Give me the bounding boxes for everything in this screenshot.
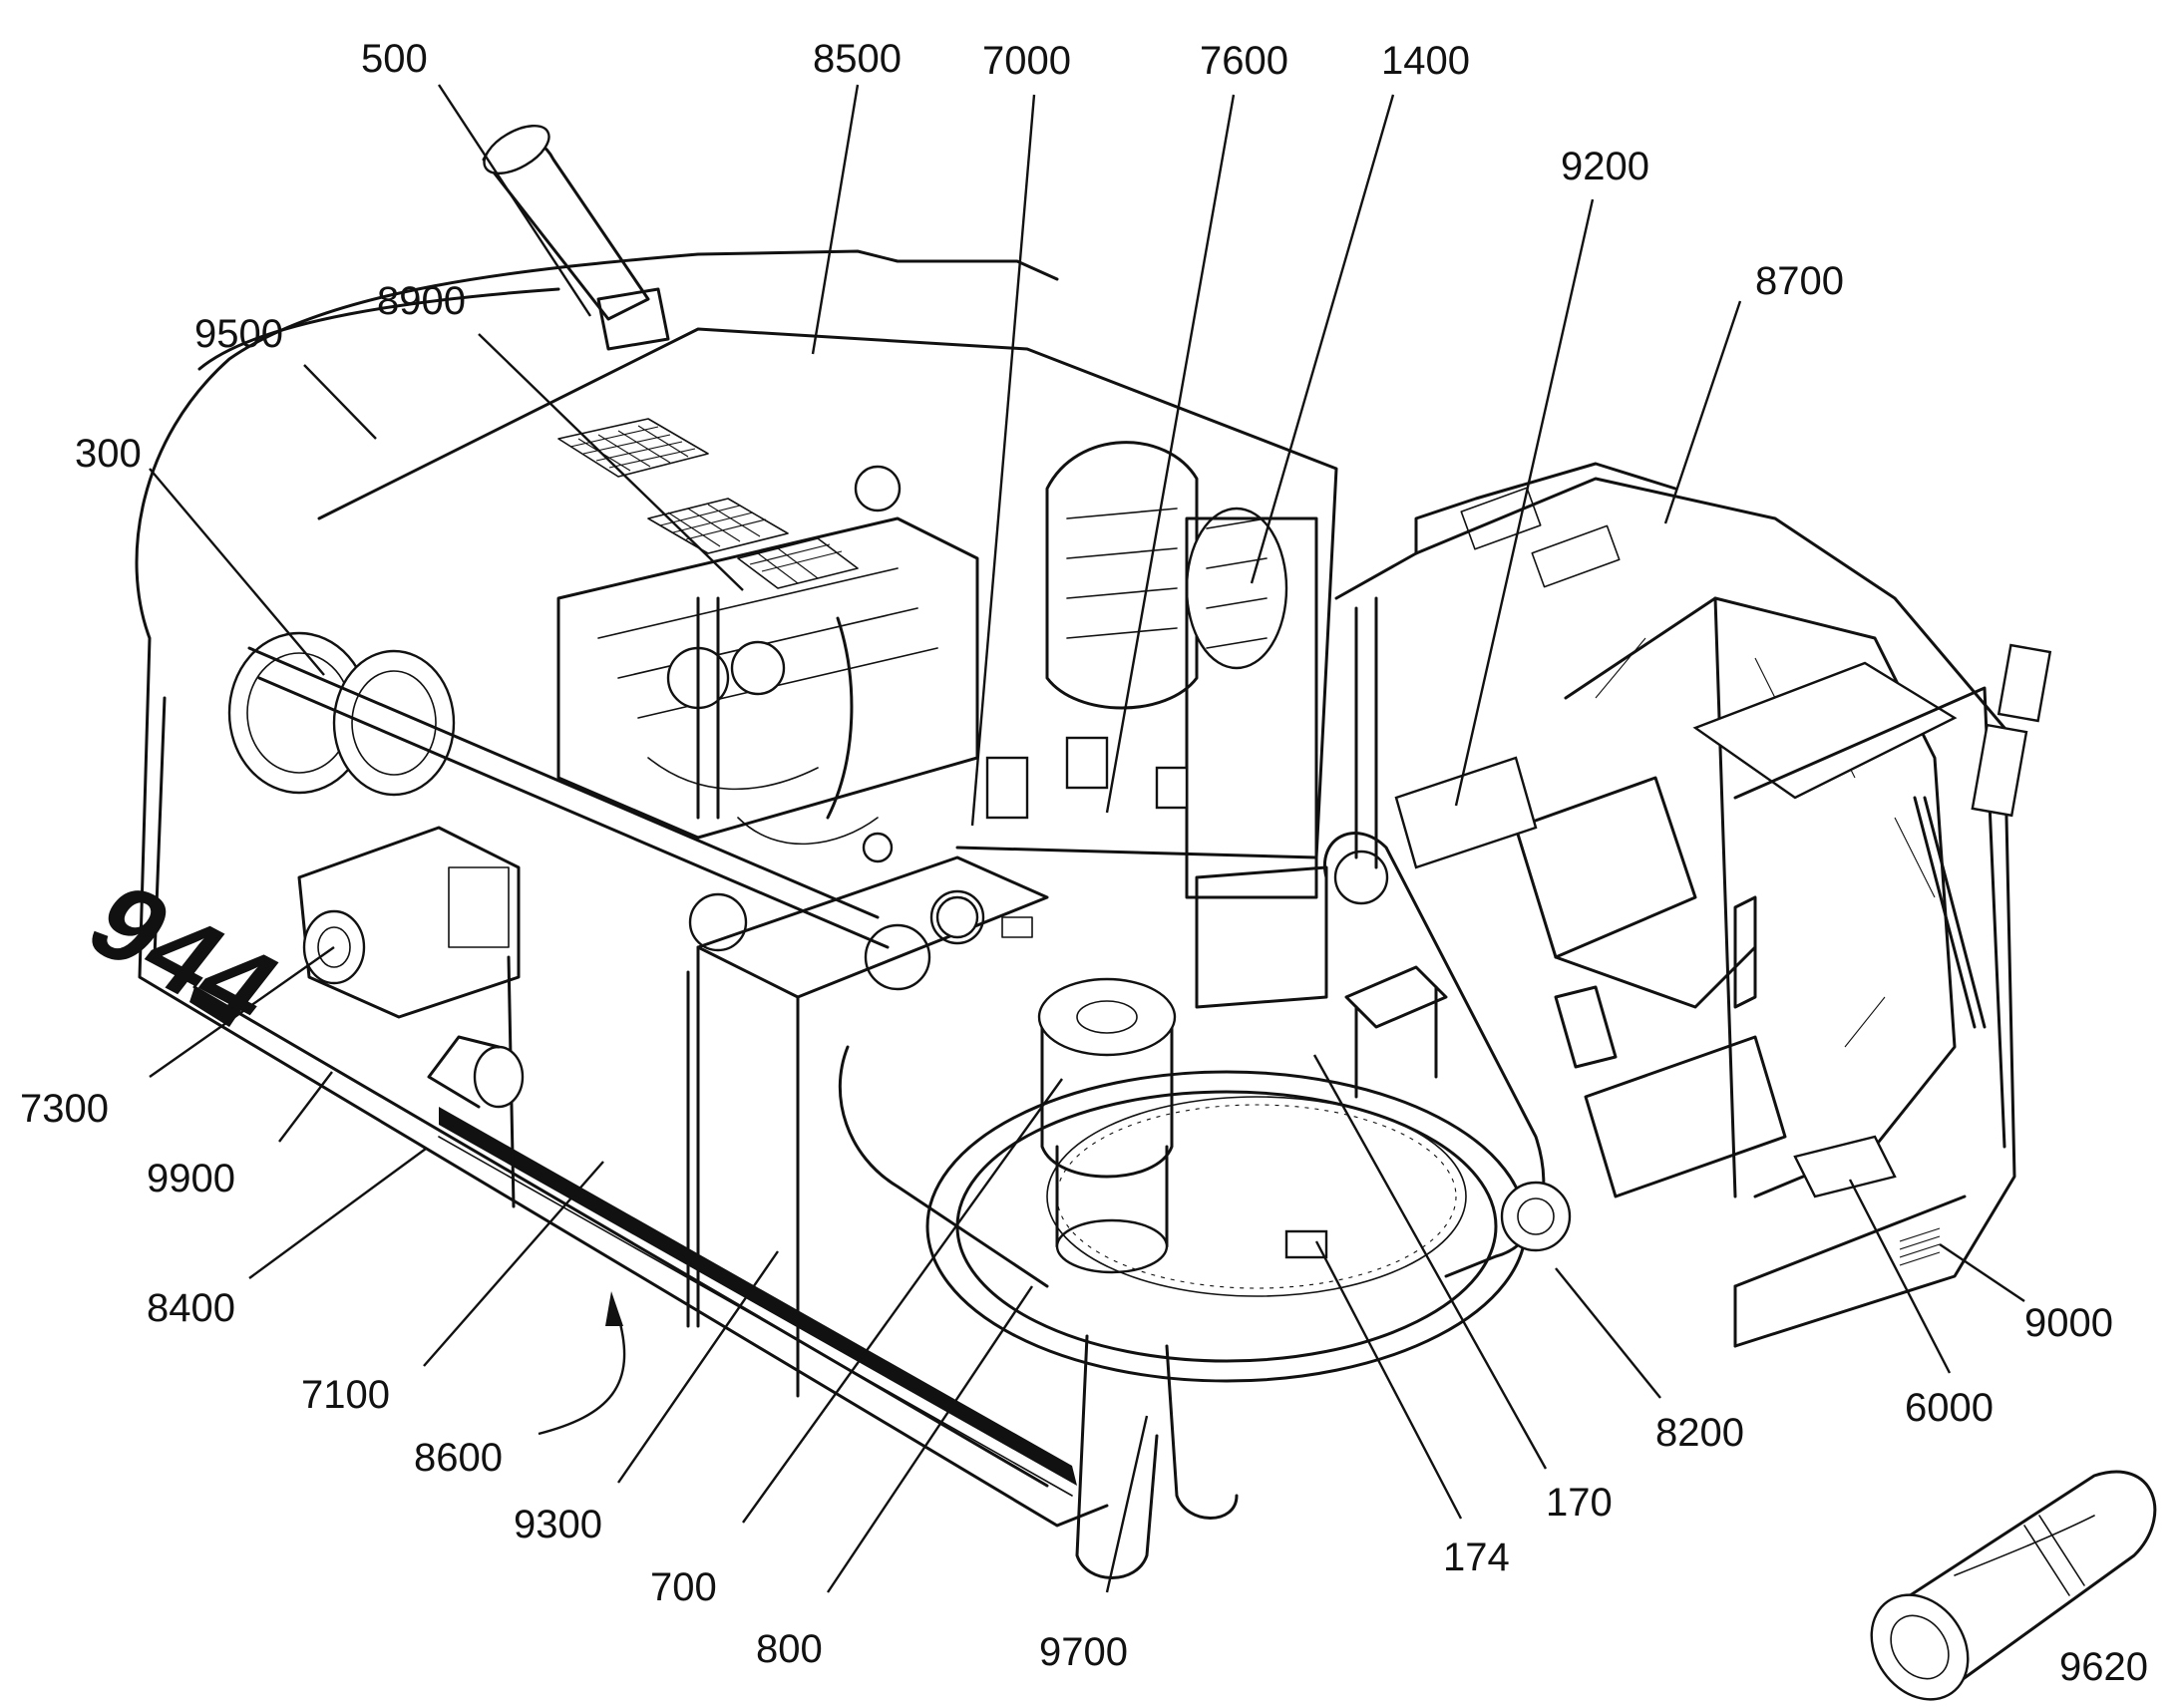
- bracket-174: [1284, 1229, 1328, 1259]
- label-700: 700: [650, 1565, 717, 1609]
- label-7300: 7300: [20, 1087, 109, 1131]
- label-170: 170: [1546, 1481, 1613, 1525]
- accessory-roll-9620: [1870, 1470, 2157, 1701]
- label-8400: 8400: [147, 1286, 235, 1330]
- leader-8900: [478, 333, 744, 591]
- label-9700: 9700: [1039, 1630, 1128, 1674]
- leader-9500: [303, 364, 377, 440]
- label-9000: 9000: [2024, 1301, 2113, 1345]
- boom-foot-mount: [1195, 832, 1572, 1278]
- leader-7000: [970, 94, 1036, 827]
- leader-8500: [811, 84, 860, 355]
- leader-300: [149, 468, 325, 676]
- leader-8700: [1663, 300, 1742, 524]
- label-8200: 8200: [1655, 1411, 1744, 1455]
- tank-block: [696, 855, 1049, 1398]
- label-9200: 9200: [1561, 145, 1649, 188]
- leader-lines: [149, 84, 2025, 1593]
- swing-motor: [1037, 977, 1177, 1274]
- excavator-upper-structure: 944: [65, 124, 2052, 1579]
- side-mirror: [1997, 643, 2052, 723]
- leader-7100: [423, 1161, 604, 1367]
- storage-box: [1394, 756, 1538, 869]
- leader-9000: [1939, 1243, 2025, 1302]
- decal-stripe: [439, 1107, 1077, 1486]
- leader-9300: [617, 1250, 779, 1484]
- leader-9200: [1454, 198, 1595, 807]
- operator-cab: [1334, 462, 2052, 1348]
- label-9900: 9900: [147, 1157, 235, 1200]
- leader-7300: [149, 946, 335, 1078]
- label-1400: 1400: [1381, 39, 1470, 83]
- radiator-fan: [1045, 441, 1318, 899]
- label-8600: 8600: [414, 1436, 503, 1480]
- side-panel-bottom: [192, 985, 1049, 1488]
- leader-700: [742, 1078, 1063, 1524]
- label-500: 500: [361, 37, 428, 81]
- leader-1400: [1250, 94, 1395, 584]
- engine-assembly: [556, 465, 985, 991]
- label-9620: 9620: [2059, 1645, 2148, 1689]
- leader-9900: [278, 1071, 333, 1143]
- label-7100: 7100: [301, 1373, 390, 1417]
- label-8900: 8900: [377, 279, 466, 323]
- label-174: 174: [1443, 1536, 1510, 1579]
- reference-labels: 500 8500 7000 7600 1400 9200 8700 9500 8…: [20, 37, 2148, 1689]
- label-6000: 6000: [1905, 1386, 1994, 1430]
- label-9500: 9500: [194, 312, 283, 356]
- travel-pedal: [1793, 1135, 1897, 1198]
- leader-6000: [1848, 1179, 1952, 1374]
- model-number: 944: [65, 863, 303, 1047]
- label-9300: 9300: [514, 1503, 602, 1546]
- leader-7600: [1105, 94, 1236, 814]
- leader-500: [437, 84, 592, 317]
- label-7000: 7000: [982, 39, 1071, 83]
- label-8500: 8500: [813, 37, 902, 81]
- pointer-arrow-8600: [538, 1291, 626, 1436]
- exhaust-pipe: [482, 124, 670, 351]
- hydraulic-pump: [297, 826, 521, 1019]
- leader-800: [827, 1285, 1033, 1593]
- leader-9700: [1105, 1415, 1149, 1593]
- air-cleaner: [227, 631, 525, 1109]
- filter-unit: [985, 756, 1029, 820]
- engine-deck: [317, 327, 1338, 859]
- cab-vent: [1899, 1227, 1941, 1266]
- leader-8200: [1555, 1267, 1661, 1399]
- model-decal: 944: [65, 863, 303, 1047]
- leader-174: [1314, 1240, 1463, 1520]
- label-8700: 8700: [1755, 259, 1844, 303]
- leader-8400: [248, 1148, 427, 1279]
- leader-170: [1312, 1054, 1548, 1470]
- handrail: [1075, 1334, 1159, 1579]
- air-intake-grilles: [557, 418, 859, 589]
- label-800: 800: [756, 1627, 823, 1671]
- label-7600: 7600: [1200, 39, 1288, 83]
- label-300: 300: [75, 432, 142, 476]
- swing-bearing: [925, 1070, 1528, 1383]
